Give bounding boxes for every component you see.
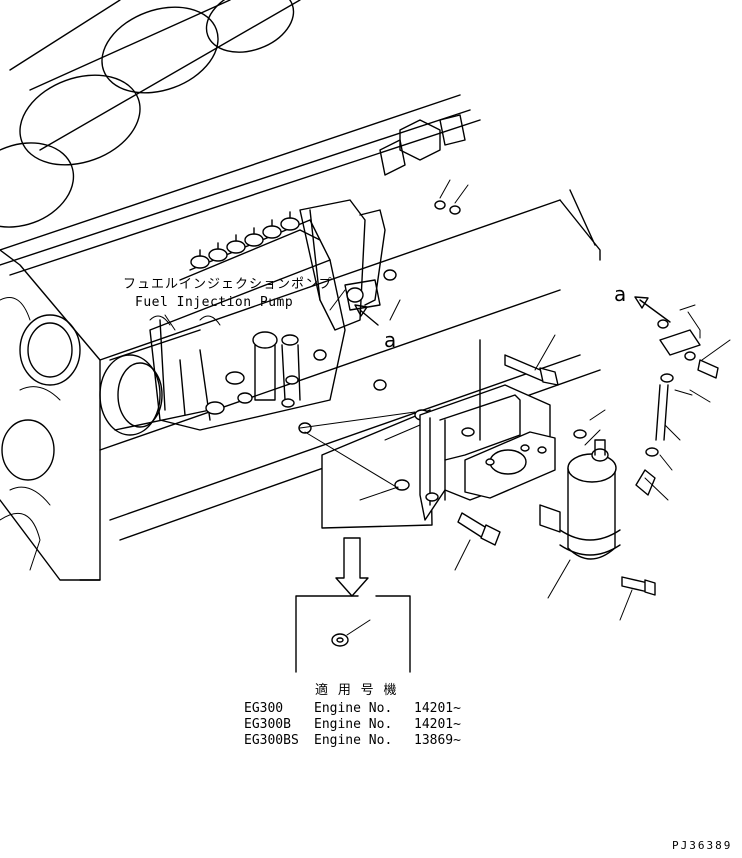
arrow-a-left-head <box>354 304 368 317</box>
cylinder-bore-2 <box>19 74 141 166</box>
engine-label: Engine No. <box>314 717 393 732</box>
block-bolt-holes <box>298 179 469 434</box>
engine-block <box>0 0 601 581</box>
arrow-a-right-head <box>634 296 649 309</box>
detail-box <box>295 595 411 673</box>
applicable-models-title: 適 用 号 機 <box>315 683 398 698</box>
stop-lever <box>359 209 386 306</box>
solenoid-bolt <box>619 576 656 621</box>
stop-solenoid <box>539 409 621 599</box>
model-name: EG300B <box>244 717 291 732</box>
linkage-rod <box>635 304 731 501</box>
applicability-row: EG300BS Engine No. 13869~ <box>244 734 461 747</box>
bracket-bolt-lower <box>454 512 501 571</box>
drawing-id: PJ36389 <box>672 839 733 852</box>
pump-leader <box>164 289 346 331</box>
fuel-injection-pump <box>99 199 386 436</box>
applicability-row: EG300 Engine No. 14201~ <box>244 702 461 715</box>
engine-label: Engine No. <box>314 701 393 716</box>
cylinder-bore-3 <box>0 142 75 228</box>
model-name: EG300BS <box>244 733 299 748</box>
solenoid-bracket <box>419 339 556 521</box>
callout-a-right: a <box>614 282 627 306</box>
pump-coupling <box>99 354 161 436</box>
engine-serial: 13869~ <box>414 733 461 748</box>
cylinder-bore-1 <box>101 6 219 94</box>
model-name: EG300 <box>244 701 284 716</box>
applicability-row: EG300B Engine No. 14201~ <box>244 718 461 731</box>
detail-arrow <box>335 537 369 597</box>
pump-label-jp: フュエルインジェクションポンプ <box>123 277 333 292</box>
engine-serial: 14201~ <box>414 701 461 716</box>
delivery-valves <box>190 211 300 269</box>
engine-label: Engine No. <box>314 733 393 748</box>
callout-a-left: a <box>384 328 397 352</box>
bracket-bolt-upper <box>504 334 559 386</box>
engine-serial: 14201~ <box>414 717 461 732</box>
pump-label-en: Fuel Injection Pump <box>135 295 294 310</box>
